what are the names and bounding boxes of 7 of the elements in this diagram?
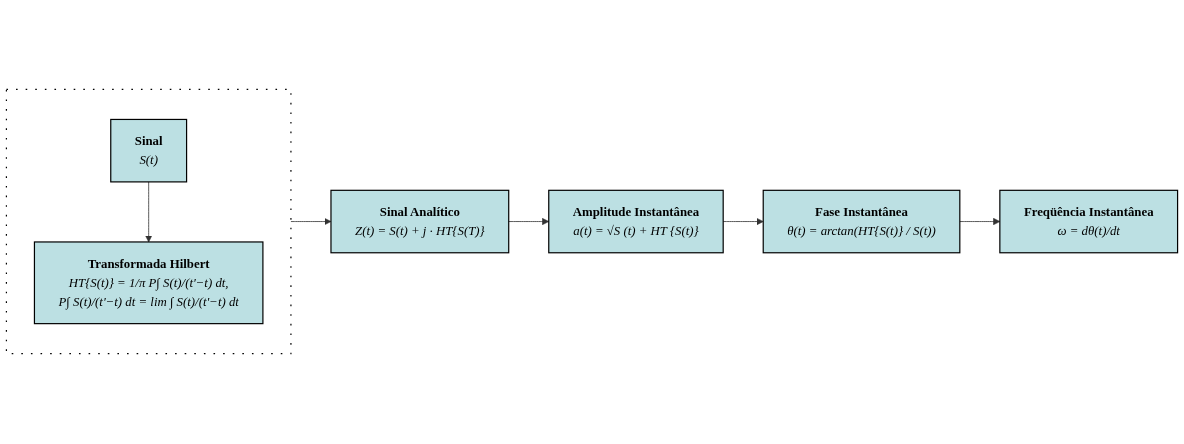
node-box: Amplitude Instantânea a(t) = √S (t) + HT {S(t)} <box>548 190 724 254</box>
node-box: Sinal S(t) <box>110 119 188 183</box>
node-box: Fase Instantânea θ(t) = arctan(HT{S(t)} / S(t)) <box>762 190 961 254</box>
node-box: Sinal Analítico Z(t) = S(t) + j · HT{S(T)} <box>330 190 510 254</box>
node-box: Transformada Hilbert HT{S(t)} = 1/π P∫ S(t)/(t'−t) dt, P∫ S(t)/(t'−t) dt = lim ∫ S(t)/(t'−t) dt <box>33 241 264 325</box>
node-box: Freqüência Instantânea ω = dθ(t)/dt <box>999 190 1179 254</box>
cluster <box>5 89 292 355</box>
